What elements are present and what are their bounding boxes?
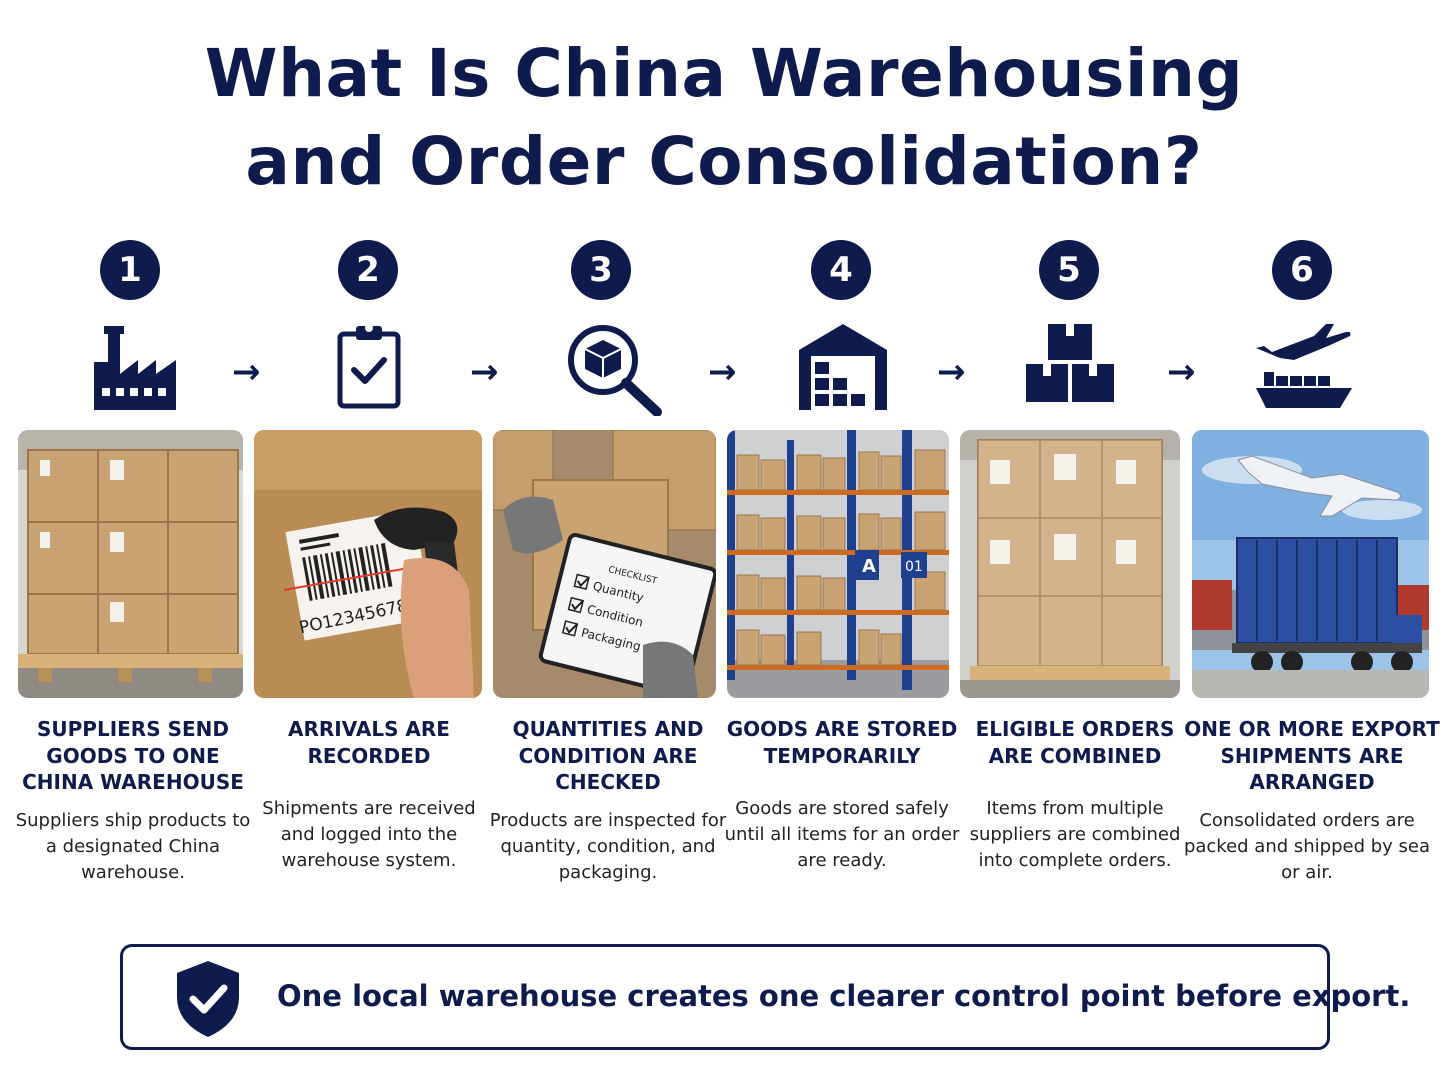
step-badge-4: 4 (811, 240, 871, 300)
step-desc-1: Suppliers ship products to a designated … (15, 810, 251, 883)
photo-warehouse-racks: A 01 (727, 430, 949, 698)
callout-text: One local warehouse creates one clearer … (277, 979, 1411, 1013)
photo-barcode-scan: PO12345678 (254, 430, 482, 698)
page-title: What Is China Warehousing and Order Cons… (0, 30, 1448, 206)
arrow-4-5: → (937, 352, 966, 392)
step-badge-1: 1 (100, 240, 160, 300)
arrow-2-3: → (470, 352, 499, 392)
step-title-4: GOODS ARE STORED TEMPORARILY (726, 717, 958, 768)
photo-inspection-checklist: CHECKLIST Quantity Condition Packaging (493, 430, 716, 698)
step-title-6: ONE OR MORE EXPORT SHIPMENTS ARE ARRANGE… (1184, 717, 1440, 794)
step-badge-2: 2 (338, 240, 398, 300)
step-desc-4: Goods are stored safely until all items … (724, 798, 960, 871)
factory-icon (94, 322, 178, 414)
arrow-5-6: → (1167, 352, 1196, 392)
magnifier-box-icon (565, 322, 663, 420)
arrow-1-2: → (232, 352, 261, 392)
step-desc-3: Products are inspected for quantity, con… (489, 810, 727, 883)
shield-check-icon (173, 959, 243, 1043)
step-badge-3: 3 (571, 240, 631, 300)
step-title-1: SUPPLIERS SEND GOODS TO ONE CHINA WAREHO… (22, 717, 244, 794)
plane-ship-icon (1254, 322, 1354, 418)
rack-label-01: 01 (905, 559, 923, 575)
rack-label-a: A (862, 556, 876, 577)
step-title-2: ARRIVALS ARE RECORDED (288, 717, 450, 768)
step-desc-6: Consolidated orders are packed and shipp… (1183, 810, 1431, 883)
callout-box: One local warehouse creates one clearer … (120, 944, 1410, 1050)
step-title-5: ELIGIBLE ORDERS ARE COMBINED (975, 717, 1175, 768)
photo-wrapped-pallet (960, 430, 1180, 698)
step-desc-5: Items from multiple suppliers are combin… (969, 798, 1181, 871)
arrow-3-4: → (708, 352, 737, 392)
clipboard-check-icon (336, 322, 402, 414)
step-badge-6: 6 (1272, 240, 1332, 300)
step-badge-5: 5 (1039, 240, 1099, 300)
stacked-boxes-icon (1026, 322, 1114, 406)
title-line-1: What Is China Warehousing (204, 35, 1244, 112)
warehouse-icon (799, 322, 887, 414)
photo-pallet-boxes (18, 430, 243, 698)
photo-plane-truck-container (1192, 430, 1429, 698)
step-title-3: QUANTITIES AND CONDITION ARE CHECKED (512, 717, 704, 794)
step-desc-2: Shipments are received and logged into t… (262, 798, 476, 871)
title-line-2: and Order Consolidation? (245, 123, 1203, 200)
